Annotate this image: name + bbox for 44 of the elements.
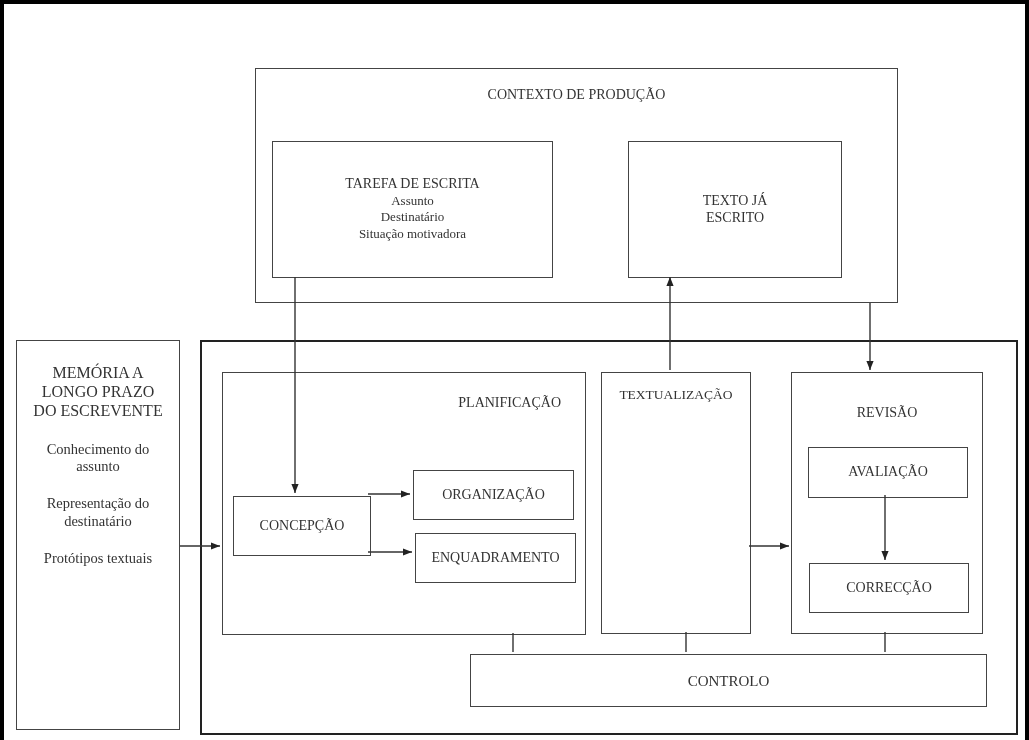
node-title: CONTROLO [687,671,770,690]
node-title: MEMÓRIA A LONGO PRAZO DO ESCREVENTE [33,363,163,421]
node-text: Representação do destinatário [45,495,151,531]
process-box [413,470,574,520]
node-title: REVISÃO [856,405,918,422]
process-box [808,447,968,498]
text-box [628,141,842,278]
node-text: Assunto [391,192,434,210]
context-box [255,68,898,303]
process-box [809,563,969,613]
textualization-box [601,372,751,634]
node-title: CONCEPÇÃO [259,517,345,535]
arrow [179,542,221,550]
node-title: ORGANIZAÇÃO [442,486,545,504]
arrow [291,276,299,494]
connector-line [685,631,687,653]
planning-box [222,372,586,635]
arrow [367,490,411,498]
memory-box [16,340,180,730]
connector-line [512,632,514,653]
arrow [367,548,413,556]
node-text: Destinatário [380,209,445,227]
node-title: TEXTUALIZAÇÃO [619,387,733,404]
node-text: Situação motivadora [358,226,467,244]
process-box [415,533,576,583]
node-text: Conhecimento do assunto [45,440,151,476]
node-title: CONTEXTO DE PRODUÇÃO [487,87,666,104]
node-title: PLANIFICAÇÃO [458,395,561,412]
process-box [200,340,1018,735]
arrow [866,302,874,371]
arrow [881,494,889,561]
node-text: Protótipos textuais [42,550,154,568]
node-title: AVALIAÇÃO [848,464,928,481]
node-title: TAREFA DE ESCRITA [345,175,480,193]
node-title: TEXTO JÁ ESCRITO [701,192,769,227]
node-title: ENQUADRAMENTO [431,549,560,567]
task-box [272,141,553,278]
revision-box [791,372,983,634]
process-box [233,496,371,556]
arrow [748,542,790,550]
arrow [666,276,674,371]
node-title: CORRECÇÃO [846,579,932,597]
connector-line [884,631,886,653]
control-box [470,654,987,707]
